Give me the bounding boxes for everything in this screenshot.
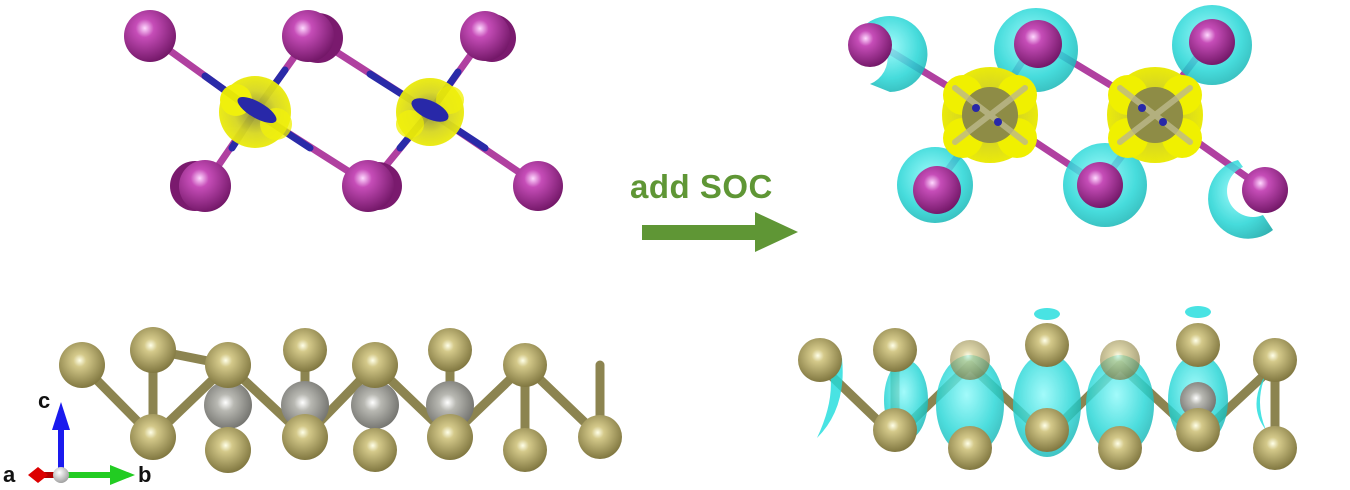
panel-bottom-left-structure — [59, 327, 622, 473]
panel-top-left-structure — [124, 10, 563, 212]
iodine-atoms — [848, 19, 1288, 214]
sulfur-atoms — [59, 327, 622, 473]
axis-b-label: b — [138, 462, 152, 487]
yellow-isosurface — [942, 67, 1203, 163]
soc-arrow — [642, 212, 798, 252]
axis-triad — [28, 402, 135, 485]
panel-bottom-right-structure — [798, 306, 1297, 470]
add-soc-label: add SOC — [630, 168, 773, 205]
iodine-atoms — [124, 10, 563, 212]
panel-top-right-structure — [848, 5, 1288, 239]
axis-c-label: c — [38, 388, 51, 413]
metal-atoms — [204, 381, 474, 429]
sulfur-atoms — [798, 323, 1297, 470]
axis-a-label: a — [3, 462, 16, 487]
